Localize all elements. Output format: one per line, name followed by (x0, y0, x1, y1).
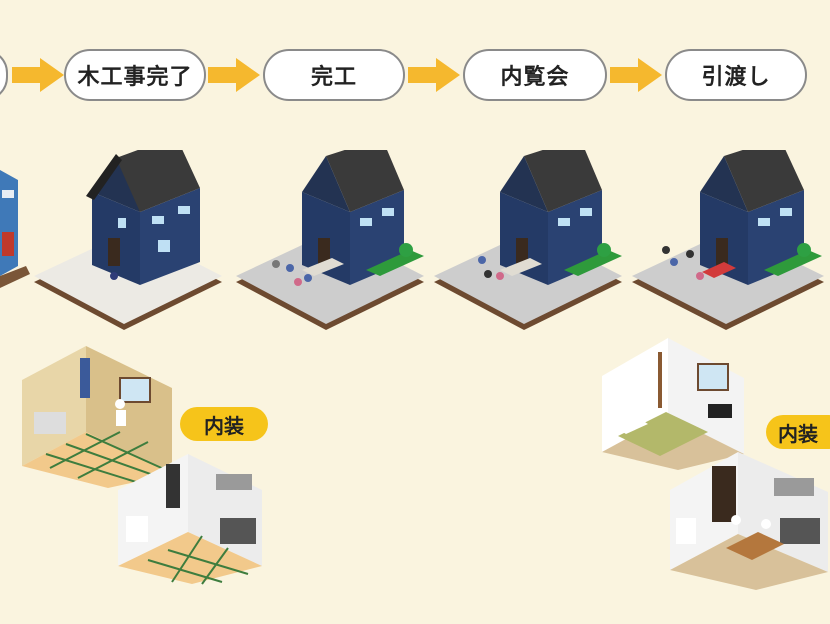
arrow-icon (12, 58, 64, 92)
step-hikiwatashi: 引渡し (665, 49, 807, 101)
house-woodwork-illustration (34, 150, 222, 330)
house-preview-illustration (434, 150, 622, 330)
interior-badge-right: 内装 (766, 415, 830, 449)
house-completion-illustration (236, 150, 424, 330)
interior-living-room-illustration (670, 452, 828, 590)
interior-badge-left: 内装 (180, 407, 268, 441)
step-kanko: 完工 (263, 49, 405, 101)
house-partial-illustration (0, 170, 30, 288)
step-nairankai: 内覧会 (463, 49, 607, 101)
interior-kitchen-room-illustration (118, 454, 262, 585)
arrow-icon (208, 58, 260, 92)
step-pill-partial (0, 49, 8, 101)
house-handover-illustration (632, 150, 824, 330)
arrow-icon (408, 58, 460, 92)
step-mokkoji-kanryo: 木工事完了 (64, 49, 206, 101)
interior-woodwork-room-illustration (22, 346, 172, 488)
interior-bedroom-illustration (602, 338, 744, 470)
arrow-icon (610, 58, 662, 92)
